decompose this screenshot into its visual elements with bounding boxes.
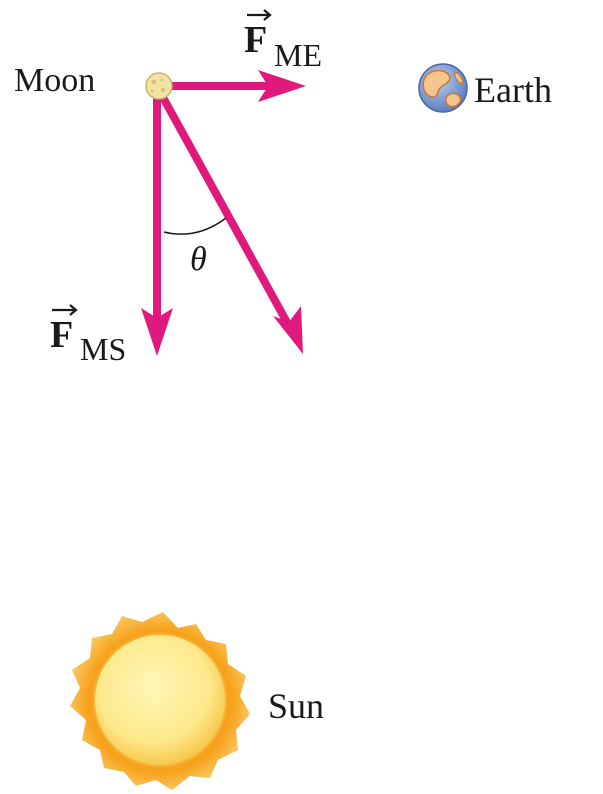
- angle-label: θ: [190, 241, 207, 278]
- force-ms-symbol: F: [50, 314, 73, 356]
- force-me-symbol: F: [244, 19, 267, 61]
- force-ms-label: F MS: [50, 304, 126, 367]
- sun-icon: [70, 612, 250, 790]
- net-force-arrow: [156, 90, 303, 354]
- force-arrows: [141, 70, 306, 356]
- earth-label: Earth: [474, 70, 552, 110]
- force-ms-arrow: [141, 92, 173, 356]
- moon-icon: [145, 72, 173, 100]
- force-me-arrow: [160, 70, 306, 102]
- angle-arc: [163, 217, 227, 235]
- earth-icon: [418, 63, 468, 113]
- force-ms-subscript: MS: [80, 331, 126, 367]
- sun-label: Sun: [268, 686, 324, 726]
- moon-label: Moon: [14, 62, 95, 99]
- force-me-subscript: ME: [274, 37, 322, 73]
- force-me-label: F ME: [244, 9, 322, 73]
